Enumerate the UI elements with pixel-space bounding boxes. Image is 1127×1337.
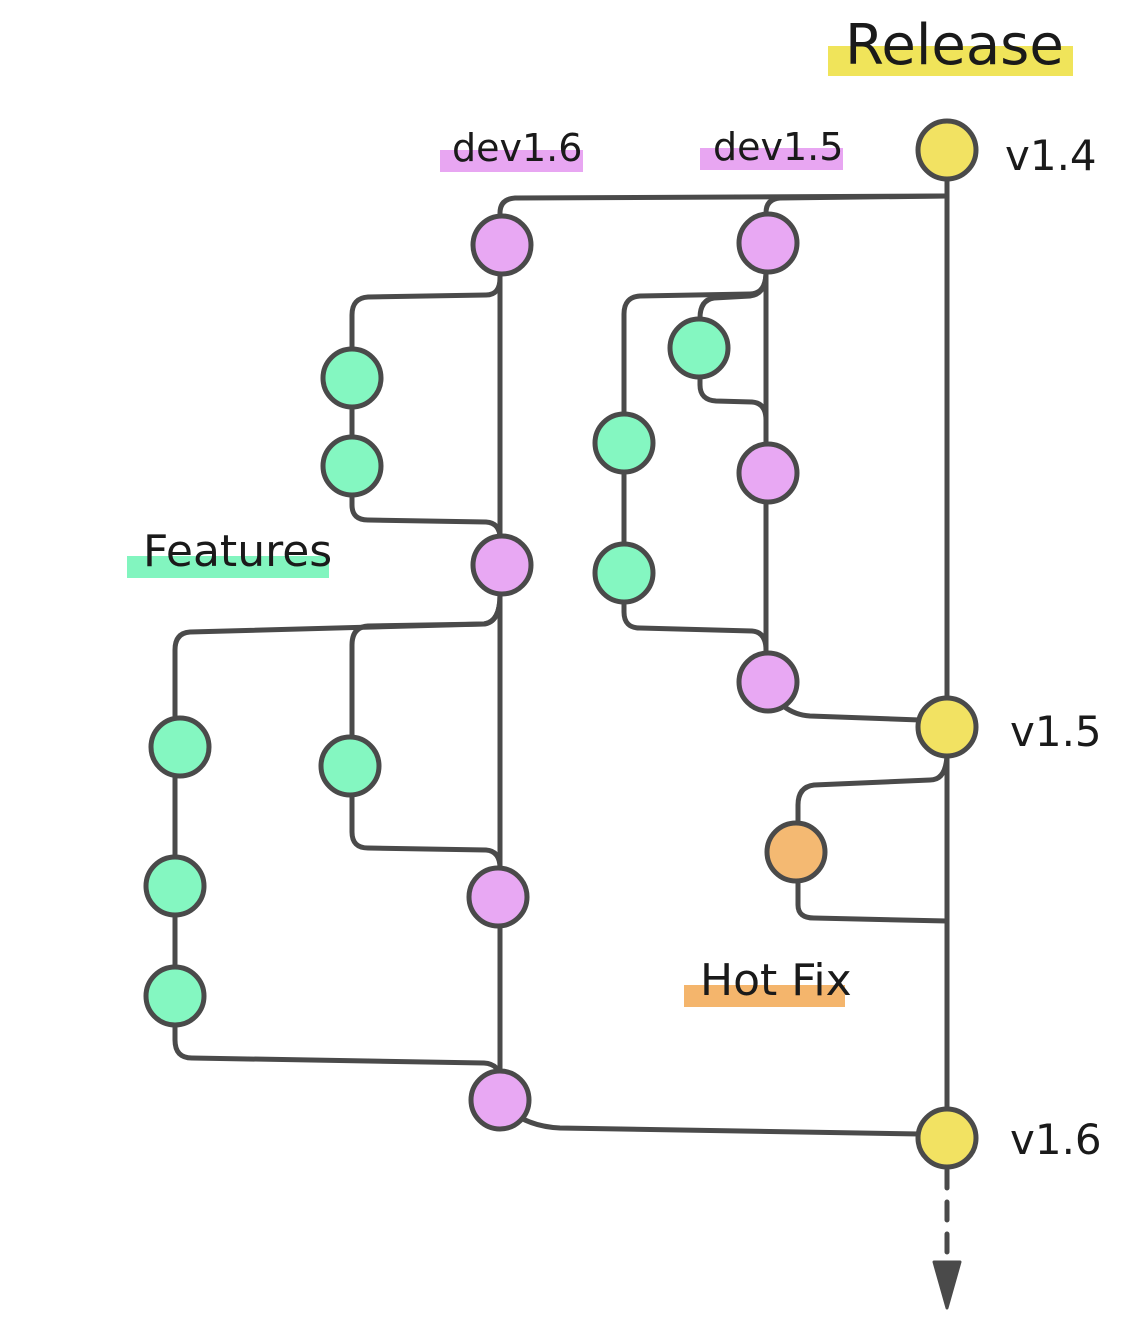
commit-release-v15	[915, 695, 979, 759]
dev15-label: dev1.5	[713, 125, 843, 169]
version-label-v15: v1.5	[1010, 707, 1102, 756]
arrow-down-icon	[932, 1260, 962, 1310]
commit-feature-b3	[143, 964, 207, 1028]
hotfix-highlight	[684, 985, 845, 1007]
commit-feature-d2	[592, 541, 656, 605]
commit-feature-a1	[320, 346, 384, 410]
commit-feature-e1	[667, 316, 731, 380]
edge-release-to-dev16	[497, 193, 950, 248]
commit-dev16-4	[468, 1068, 532, 1132]
edge-dev16-to-featureC	[349, 592, 503, 769]
edge-featureE-merge	[697, 345, 769, 423]
release-label: Release	[845, 13, 1064, 78]
commit-feature-b1	[148, 715, 212, 779]
version-label-v16: v1.6	[1010, 1115, 1102, 1164]
commit-dev15-1	[736, 211, 800, 275]
commit-dev16-1	[470, 213, 534, 277]
commit-release-v14	[915, 118, 979, 182]
edge-v15-to-hotfix	[795, 749, 950, 855]
edge-featureA-merge	[349, 463, 503, 541]
commit-feature-d1	[592, 411, 656, 475]
dev16-highlight	[440, 150, 583, 172]
version-label-v14: v1.4	[1005, 131, 1097, 180]
commit-release-v16	[915, 1106, 979, 1170]
commit-nodes	[143, 118, 979, 1170]
commit-dev15-2	[736, 441, 800, 505]
commit-feature-b2	[143, 854, 207, 918]
release-highlight	[828, 46, 1073, 76]
commit-feature-a2	[320, 434, 384, 498]
commit-dev15-3	[736, 650, 800, 714]
edge-featureC-merge	[349, 763, 503, 871]
dev16-label: dev1.6	[452, 126, 582, 170]
branch-edges	[172, 147, 962, 1310]
commit-dev16-2	[470, 533, 534, 597]
edge-dev16-to-featureA	[349, 275, 503, 381]
edge-dev15-to-featureE	[697, 269, 769, 351]
commit-hotfix-1	[764, 820, 828, 884]
edge-featureD-merge	[621, 570, 769, 653]
commit-dev16-3	[466, 865, 530, 929]
edge-dev16-to-featureB	[172, 592, 503, 750]
hotfix-label: Hot Fix	[700, 955, 852, 1006]
commit-feature-c1	[318, 734, 382, 798]
dev15-highlight	[700, 148, 843, 170]
edge-dev16-to-v16	[497, 1097, 923, 1137]
features-label: Features	[143, 526, 332, 577]
edge-hotfix-merge	[795, 849, 950, 924]
features-highlight	[127, 556, 329, 578]
edge-featureB-merge	[172, 993, 503, 1083]
